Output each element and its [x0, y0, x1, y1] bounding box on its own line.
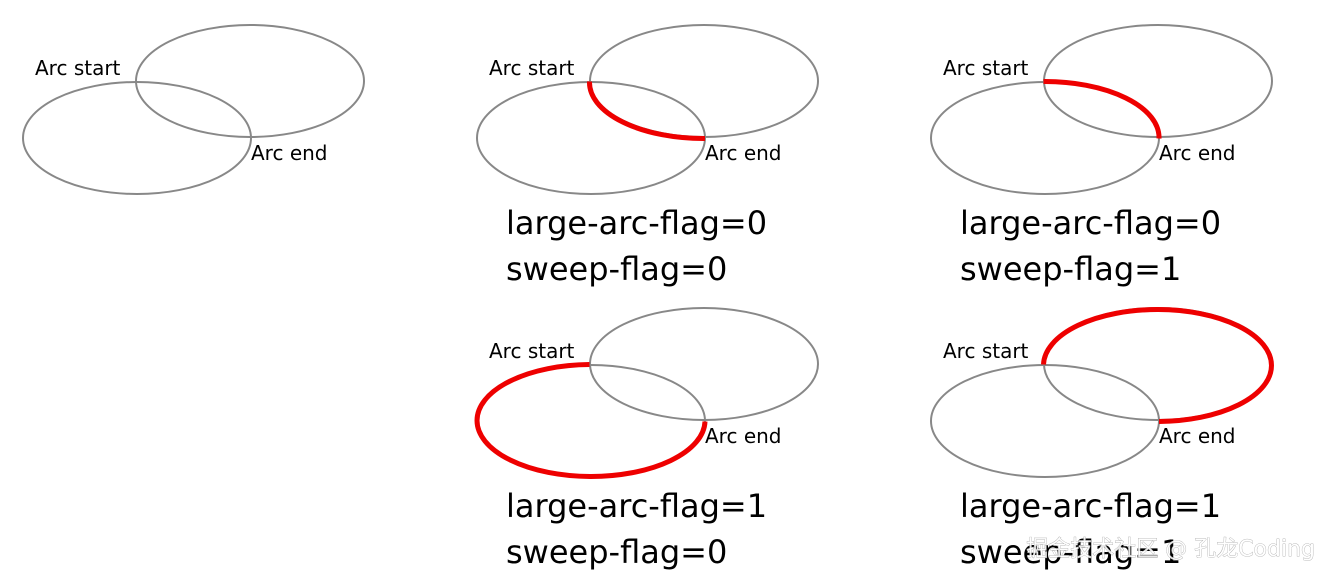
panel-large1-sweep1: Arc start Arc end large-arc-flag=1 sweep…	[930, 307, 1274, 571]
arc-start-label: Arc start	[489, 339, 575, 363]
panel-large1-sweep0: Arc start Arc end large-arc-flag=1 sweep…	[474, 307, 819, 571]
panel-large0-sweep1: Arc start Arc end large-arc-flag=0 sweep…	[930, 24, 1273, 288]
arc-end-label: Arc end	[1159, 424, 1236, 448]
panel-large0-sweep0: Arc start Arc end large-arc-flag=0 sweep…	[476, 24, 819, 288]
ellipse-right	[589, 307, 819, 421]
large-arc-flag-label: large-arc-flag=1	[960, 487, 1221, 525]
ellipse-left	[930, 364, 1160, 478]
arc-start-label: Arc start	[943, 56, 1029, 80]
large-arc-flag-label: large-arc-flag=1	[506, 487, 767, 525]
large-arc-flag-label: large-arc-flag=0	[506, 204, 767, 242]
highlighted-arc	[474, 362, 708, 479]
sweep-flag-label: sweep-flag=0	[506, 533, 727, 571]
watermark: 掘金技术社区 @ 孔龙Coding	[1026, 537, 1315, 562]
highlighted-arc	[586, 81, 706, 142]
ellipse-right	[1043, 24, 1273, 138]
highlighted-arc	[1041, 307, 1274, 424]
highlighted-arc	[1043, 78, 1162, 139]
large-arc-flag-label: large-arc-flag=0	[960, 204, 1221, 242]
arc-end-label: Arc end	[705, 141, 782, 165]
sweep-flag-label: sweep-flag=1	[960, 533, 1181, 571]
panel-base: Arc start Arc end	[22, 24, 365, 195]
sweep-flag-label: sweep-flag=0	[506, 250, 727, 288]
arc-start-label: Arc start	[943, 339, 1029, 363]
arc-start-label: Arc start	[35, 56, 121, 80]
arc-start-label: Arc start	[489, 56, 575, 80]
arc-end-label: Arc end	[705, 424, 782, 448]
sweep-flag-label: sweep-flag=1	[960, 250, 1181, 288]
arc-end-label: Arc end	[1159, 141, 1236, 165]
ellipse-left	[22, 81, 252, 195]
ellipse-right	[135, 24, 365, 138]
arc-end-label: Arc end	[251, 141, 328, 165]
